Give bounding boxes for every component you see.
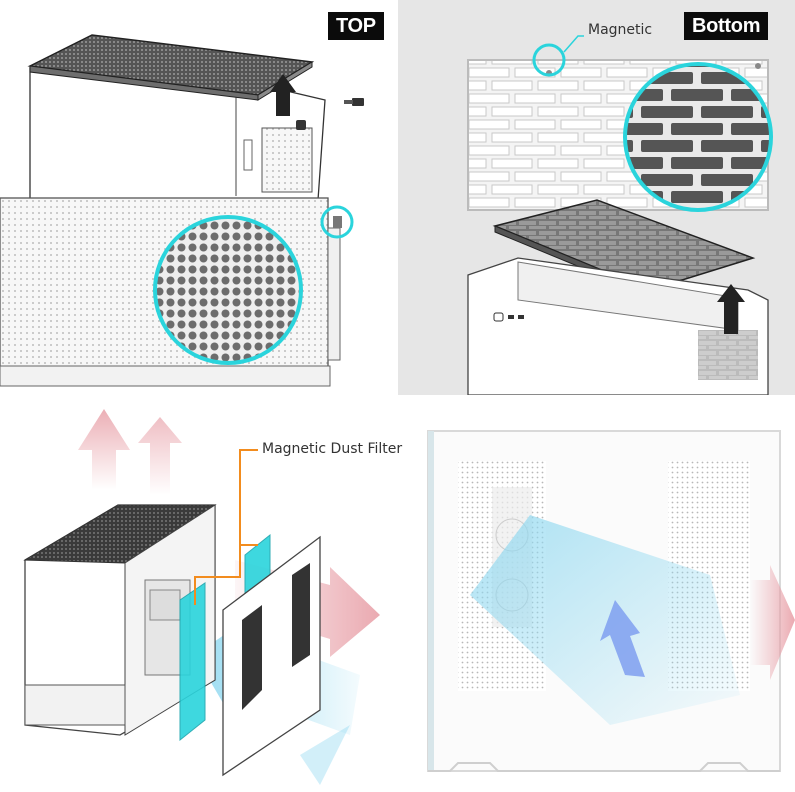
- airflow-illustration: [23, 409, 380, 785]
- case-body: [467, 257, 769, 395]
- dust-filter-callout: Magnetic Dust Filter: [262, 441, 403, 457]
- magnetic-callout: Magnetic: [588, 22, 653, 38]
- up-arrow-icon: [270, 74, 296, 116]
- callout-leader: [194, 449, 258, 605]
- case-body: [29, 67, 326, 201]
- bottom-illustration: [467, 35, 773, 395]
- side-view-panel: [410, 395, 795, 792]
- side-panel: [222, 535, 321, 777]
- top-panel: TOP: [0, 0, 398, 395]
- bottom-panel: Bottom Magnetic: [398, 0, 795, 395]
- bottom-label: Bottom: [684, 12, 769, 40]
- magnify-circle-icon: [153, 205, 354, 365]
- magnify-circle-icon: [532, 35, 773, 212]
- airflow-arrow-icon: [470, 515, 795, 725]
- top-label: TOP: [328, 12, 384, 40]
- airflow-panel: Magnetic Dust Filter: [0, 395, 410, 792]
- side-view-illustration: [427, 430, 795, 772]
- screw-icon: [296, 98, 364, 130]
- top-illustration: [0, 34, 364, 387]
- up-arrow-icon: [717, 284, 745, 334]
